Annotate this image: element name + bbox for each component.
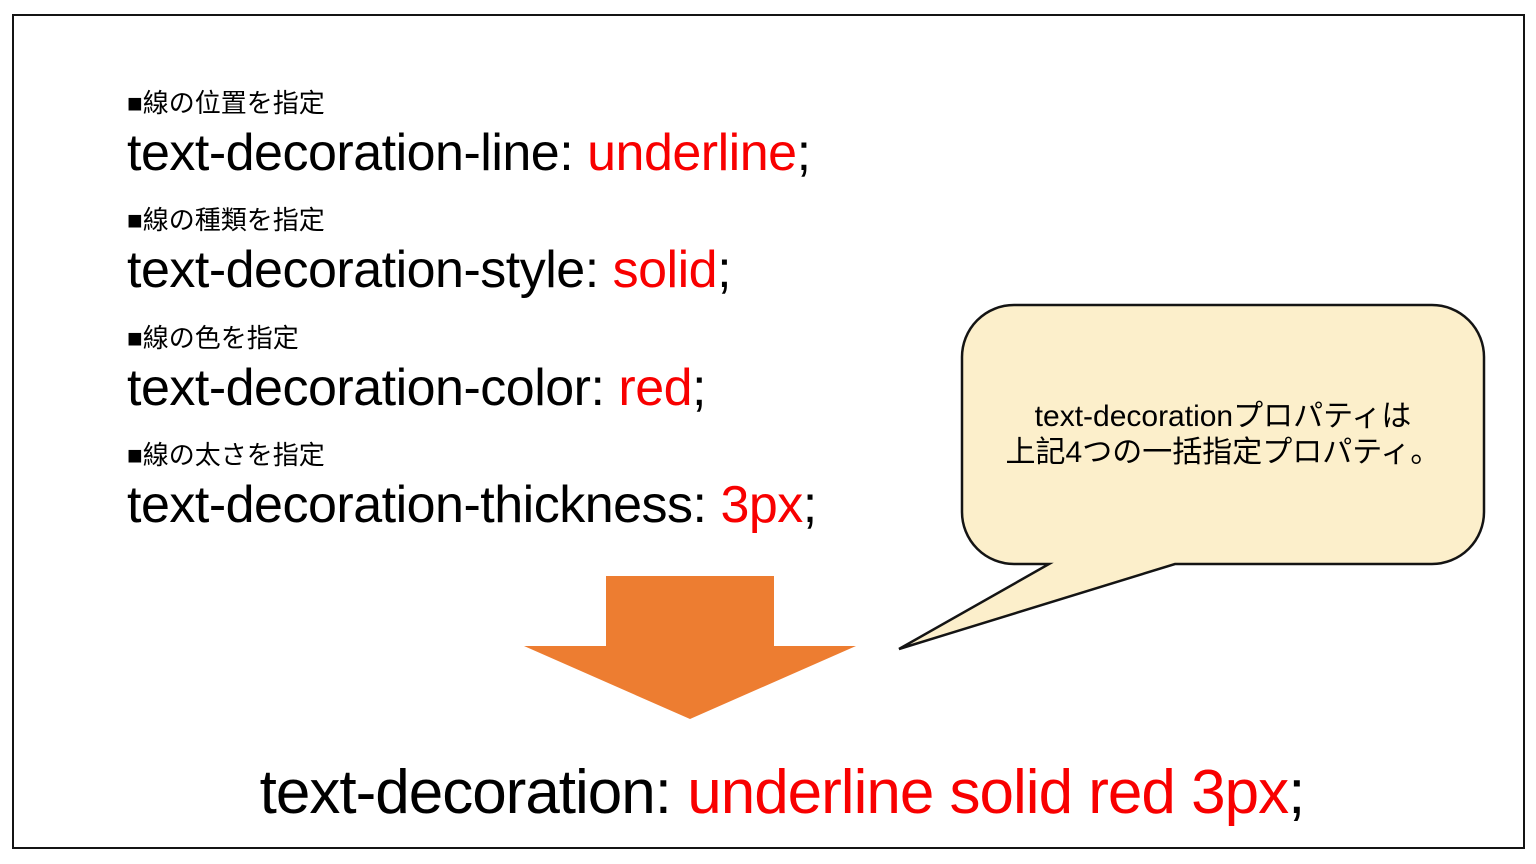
bubble-text-line2: 上記4つの一括指定プロパティ。 bbox=[1005, 435, 1441, 469]
speech-bubble bbox=[884, 303, 1494, 664]
section-label: ■線の種類を指定 bbox=[127, 205, 325, 235]
semicolon: ; bbox=[1288, 758, 1305, 827]
section-line-thickness: ■線の太さを指定 text-decoration-thickness: 3px; bbox=[127, 440, 817, 534]
css-code-line: text-decoration-line: underline; bbox=[127, 124, 811, 182]
css-value-red: solid bbox=[612, 241, 718, 299]
css-code-line: text-decoration-style: solid; bbox=[127, 241, 732, 299]
result-code-line: text-decoration: underline solid red 3px… bbox=[14, 758, 1536, 828]
css-code-line: text-decoration-thickness: 3px; bbox=[127, 476, 817, 534]
css-value-red: 3px bbox=[720, 476, 803, 534]
bubble-text-line1: text-decorationプロパティは bbox=[1034, 399, 1412, 433]
section-label: ■線の太さを指定 bbox=[127, 440, 325, 470]
semicolon: ; bbox=[717, 241, 732, 299]
section-label: ■線の位置を指定 bbox=[127, 88, 325, 118]
css-property-name: text-decoration-line: bbox=[127, 124, 588, 182]
css-value-red: underline solid red 3px bbox=[687, 758, 1289, 827]
css-value-red: red bbox=[618, 359, 693, 417]
css-property-name: text-decoration-style: bbox=[127, 241, 613, 299]
css-property-name: text-decoration-thickness: bbox=[127, 476, 721, 534]
semicolon: ; bbox=[692, 359, 706, 417]
down-arrow-svg bbox=[524, 576, 856, 719]
section-line-position: ■線の位置を指定 text-decoration-line: underline… bbox=[127, 88, 811, 182]
slide-frame: ■線の位置を指定 text-decoration-line: underline… bbox=[12, 14, 1525, 849]
semicolon: ; bbox=[802, 476, 817, 534]
css-value-red: underline bbox=[587, 124, 797, 182]
speech-bubble-svg bbox=[898, 303, 1486, 651]
css-property-name: text-decoration: bbox=[259, 758, 688, 827]
down-arrow-shape bbox=[524, 576, 856, 719]
css-property-name: text-decoration-color: bbox=[127, 359, 619, 417]
semicolon: ; bbox=[796, 124, 811, 182]
speech-bubble-text: text-decorationプロパティは 上記4つの一括指定プロパティ。 bbox=[962, 305, 1484, 564]
down-arrow-icon bbox=[524, 576, 856, 719]
section-line-color: ■線の色を指定 text-decoration-color: red; bbox=[127, 323, 706, 417]
speech-bubble-shape bbox=[898, 303, 1486, 651]
section-line-style: ■線の種類を指定 text-decoration-style: solid; bbox=[127, 205, 732, 299]
section-label: ■線の色を指定 bbox=[127, 323, 299, 353]
css-code-line: text-decoration-color: red; bbox=[127, 359, 706, 417]
